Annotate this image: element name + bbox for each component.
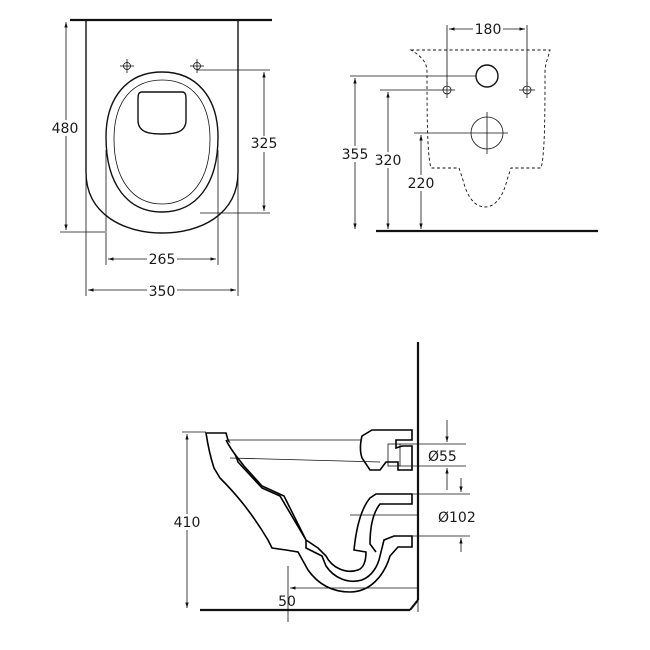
dim-label-102: Ø102 xyxy=(438,510,476,526)
rear-bolt-hole-right xyxy=(519,82,535,98)
outlet-hole xyxy=(466,112,508,154)
dim-label-325: 325 xyxy=(251,136,278,152)
dim-label-480: 480 xyxy=(52,121,79,137)
bowl-opening xyxy=(137,91,187,135)
rear-bolt-hole-left xyxy=(439,82,455,98)
inlet-hole xyxy=(475,64,499,88)
dim-label-410: 410 xyxy=(174,515,201,531)
dim-label-180: 180 xyxy=(475,22,502,38)
side-view: Ø55 Ø102 410 50 xyxy=(174,342,476,622)
dim-label-220: 220 xyxy=(408,176,435,192)
water-line xyxy=(229,457,381,463)
rear-view: 180 355 320 220 xyxy=(341,20,598,233)
dim-label-265: 265 xyxy=(149,252,176,268)
dim-label-355: 355 xyxy=(342,147,369,163)
top-bolt-hole-right xyxy=(190,59,204,73)
seat-inner-rim xyxy=(113,79,211,205)
dim-label-55: Ø55 xyxy=(428,449,457,465)
inlet-pipe xyxy=(387,443,401,467)
bowl-section-inner xyxy=(225,439,413,572)
top-bolt-hole-left xyxy=(120,59,134,73)
dim-label-50: 50 xyxy=(278,594,296,610)
dim-label-320: 320 xyxy=(375,153,402,169)
top-view-outline xyxy=(85,20,239,234)
rim-section xyxy=(359,429,413,471)
dim-label-350: 350 xyxy=(149,284,176,300)
top-view: 480 325 265 350 xyxy=(52,18,278,300)
rear-view-outline xyxy=(409,49,551,208)
seat-outer-rim xyxy=(105,71,219,213)
